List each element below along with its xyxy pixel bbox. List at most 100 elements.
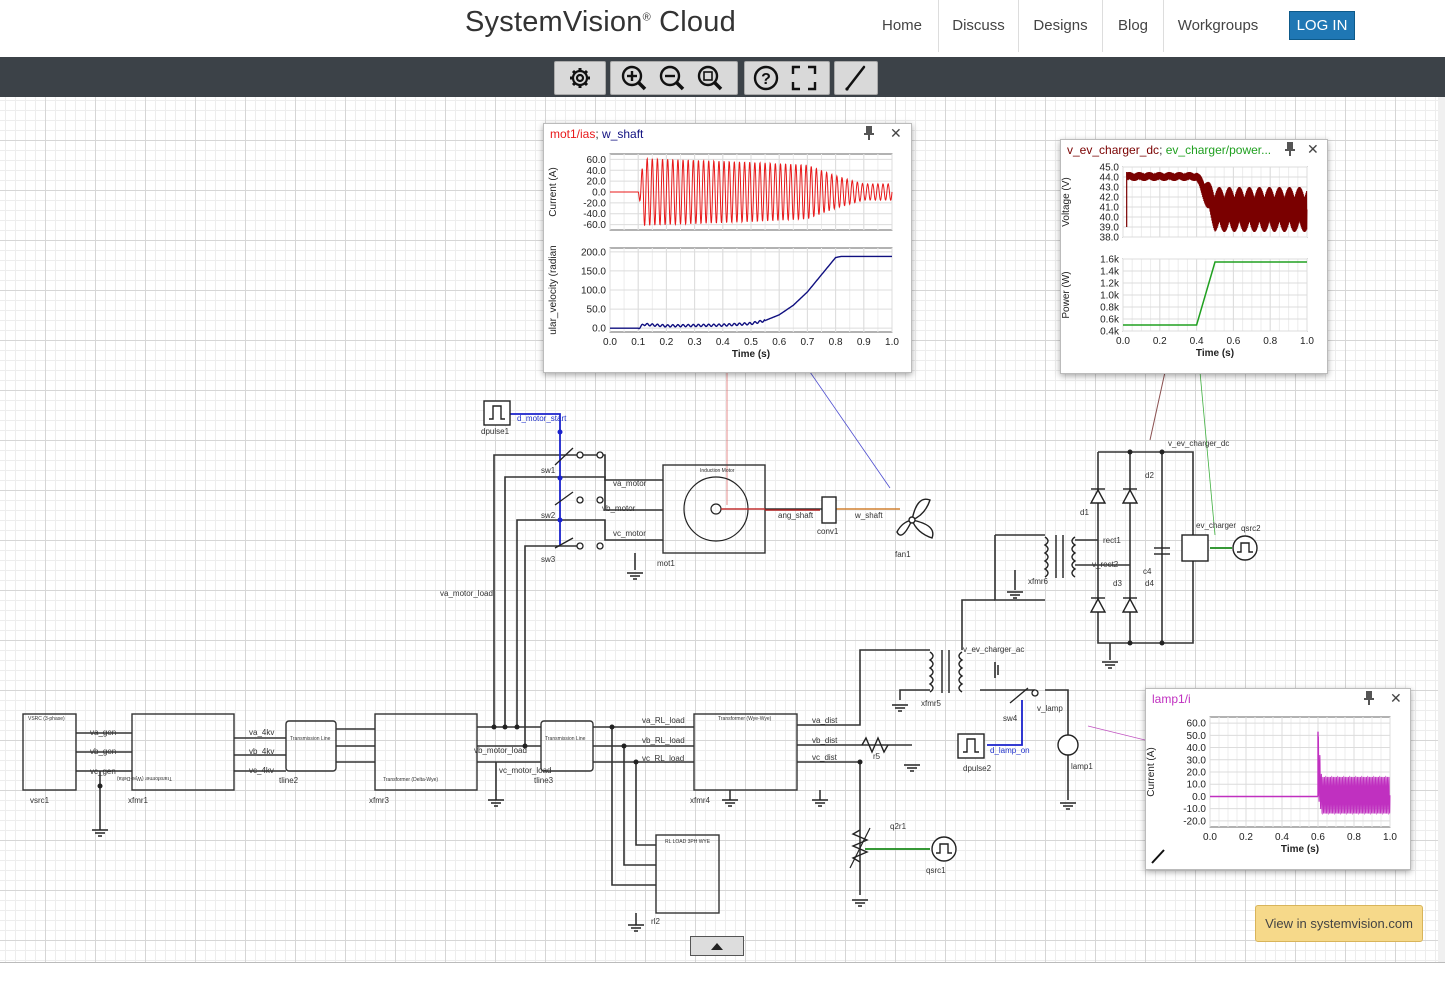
series-w-shaft	[610, 255, 892, 330]
label-dpulse1: dpulse1	[481, 427, 510, 436]
label-d4: d4	[1145, 579, 1154, 588]
label-conv1: conv1	[817, 527, 839, 536]
nav-blog[interactable]: Blog	[1103, 0, 1164, 52]
x-tick-label: 0.0	[603, 337, 617, 348]
plot-window-charger[interactable]: v_ev_charger_dc; ev_charger/power... ✕ 4…	[1060, 139, 1328, 374]
x-tick-label: 0.6	[772, 337, 786, 348]
label-r5: r5	[873, 752, 881, 761]
label-v-ev-charger-ac: v_ev_charger_ac	[963, 645, 1024, 654]
label-v-ev-charger-dc: v_ev_charger_dc	[1168, 439, 1229, 448]
label-ev-charger: ev_charger	[1196, 521, 1236, 530]
probe-icon[interactable]	[839, 62, 873, 94]
toolbar-group-zoom	[610, 61, 738, 95]
x-tick-label: 0.2	[1153, 336, 1167, 347]
label-xfmr4: xfmr4	[690, 796, 711, 805]
label-vc-rl-load: vc_RL_load	[642, 754, 684, 763]
label-w-shaft: w_shaft	[854, 511, 883, 520]
label-d-motor-start: d_motor_start	[517, 414, 567, 423]
pin-icon[interactable]	[1362, 690, 1376, 709]
label-rl2: rl2	[651, 917, 660, 926]
y-axis-label: Power (W)	[1061, 271, 1072, 318]
nav-home[interactable]: Home	[866, 0, 939, 52]
nav-workgroups[interactable]: Workgroups	[1177, 17, 1259, 34]
login-button[interactable]: LOG IN	[1289, 11, 1355, 40]
x-tick-label: 0.5	[744, 337, 758, 348]
label-va-motor-load: va_motor_load	[440, 589, 493, 598]
y-tick-label: 200.0	[581, 247, 606, 258]
zoom-fit-icon[interactable]	[693, 62, 727, 94]
x-tick-label: 0.1	[631, 337, 645, 348]
label-vsrc1: vsrc1	[30, 796, 50, 805]
fullscreen-icon[interactable]	[787, 62, 821, 94]
x-tick-label: 0.0	[1116, 336, 1130, 347]
chevron-up-icon	[711, 943, 723, 950]
plot-title: lamp1/i	[1152, 692, 1191, 706]
pin-icon[interactable]	[1283, 141, 1297, 160]
y-tick-label: 1.2k	[1100, 279, 1120, 290]
y-tick-label: -20.0	[1183, 816, 1206, 827]
label-xfmr1-title: Transformer (Wye-Delta)	[117, 775, 172, 781]
x-tick-label: 0.6	[1311, 832, 1325, 843]
label-xfmr3-title: Transformer (Delta-Wye)	[383, 777, 438, 783]
label-v-rect2: v_rect2	[1092, 560, 1119, 569]
label-d3: d3	[1113, 579, 1122, 588]
label-c4: c4	[1143, 567, 1152, 576]
close-icon[interactable]: ✕	[1307, 141, 1319, 157]
label-vb-4kv: vb_4kv	[249, 747, 274, 756]
toolbar: ?	[0, 57, 1445, 97]
x-tick-label: 0.7	[800, 337, 814, 348]
close-icon[interactable]: ✕	[890, 125, 902, 141]
y-axis-label: Current (A)	[1146, 747, 1157, 796]
zoom-out-icon[interactable]	[655, 62, 689, 94]
y-tick-label: -20.0	[583, 198, 606, 209]
pin-icon[interactable]	[862, 125, 876, 144]
svg-text:?: ?	[761, 71, 771, 88]
logo-text: SystemVision	[465, 6, 643, 38]
y-tick-label: -10.0	[1183, 804, 1206, 815]
label-tline2-title: Transmission Line	[290, 736, 331, 742]
y-tick-label: 60.0	[587, 155, 607, 166]
x-axis-label: Time (s)	[1281, 844, 1319, 855]
zoom-in-icon[interactable]	[617, 62, 651, 94]
y-tick-label: 0.0	[592, 188, 606, 199]
y-tick-label: 42.0	[1100, 193, 1120, 204]
label-va-4kv: va_4kv	[249, 728, 274, 737]
y-tick-label: 40.0	[1100, 213, 1120, 224]
nav-discuss[interactable]: Discuss	[939, 0, 1019, 52]
x-tick-label: 0.3	[688, 337, 702, 348]
label-sw4: sw4	[1003, 714, 1018, 723]
x-tick-label: 0.8	[1263, 336, 1277, 347]
y-tick-label: 50.0	[1187, 731, 1207, 742]
logo[interactable]: SystemVision® Cloud	[465, 6, 736, 39]
toolbar-group-settings	[554, 61, 606, 95]
x-tick-label: 0.4	[1275, 832, 1289, 843]
gear-icon[interactable]	[563, 62, 597, 94]
label-vc-dist: vc_dist	[812, 753, 838, 762]
label-sw3: sw3	[541, 555, 556, 564]
close-icon[interactable]: ✕	[1390, 690, 1402, 706]
help-icon[interactable]: ?	[749, 62, 783, 94]
x-axis-label: Time (s)	[732, 349, 770, 360]
y-tick-label: 0.0	[592, 324, 606, 335]
vertical-scrollbar[interactable]	[1438, 97, 1445, 962]
label-rl-title: RL LOAD 3PH WYE	[665, 839, 711, 845]
y-tick-label: 39.0	[1100, 223, 1120, 234]
logo-registered: ®	[642, 11, 651, 24]
label-d2: d2	[1145, 471, 1154, 480]
toolbar-group-view: ?	[744, 61, 830, 95]
nav-designs[interactable]: Designs	[1019, 0, 1103, 52]
y-tick-label: 100.0	[581, 286, 606, 297]
probe-icon[interactable]	[1149, 847, 1167, 870]
label-vc-4kv: vc_4kv	[249, 766, 274, 775]
label-vb-motor-load: vb_motor_load	[474, 746, 527, 755]
view-in-systemvision-button[interactable]: View in systemvision.com	[1255, 905, 1423, 942]
label-d1: d1	[1080, 508, 1089, 517]
label-v-lamp: v_lamp	[1037, 704, 1063, 713]
bottom-bar	[0, 962, 1445, 982]
collapse-panel-button[interactable]	[690, 936, 744, 956]
